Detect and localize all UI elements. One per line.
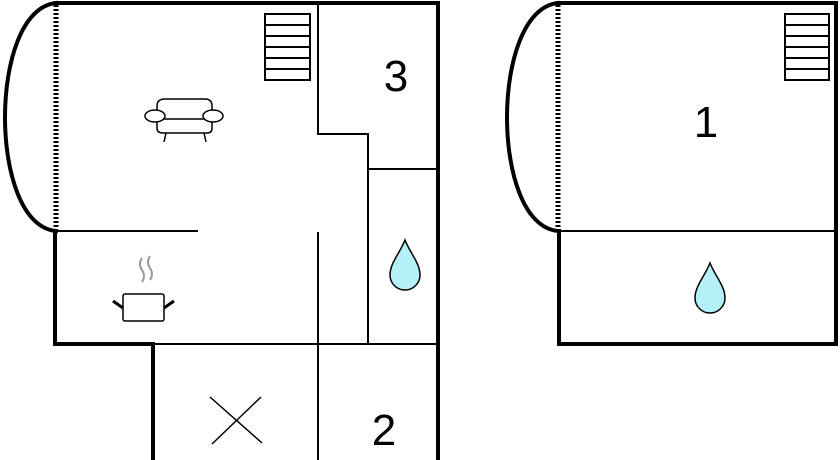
bay-window-wall (3, 0, 59, 234)
sofa-icon (144, 98, 224, 143)
stairs-icon (264, 13, 311, 81)
outer-wall (556, 1, 838, 346)
room-label-1: 1 (694, 98, 718, 147)
bay-window-wall (505, 0, 561, 234)
outer-wall-left (53, 229, 155, 460)
upper-floor-plan: 1 (505, 0, 838, 346)
room-label-3: 3 (384, 52, 408, 101)
ground-floor-plan: 3 2 (3, 0, 440, 460)
wall (317, 3, 369, 344)
cross-mark-icon (209, 396, 263, 445)
stairs-icon (784, 13, 830, 81)
room-label-2: 2 (372, 406, 396, 455)
water-drop-icon (694, 262, 726, 314)
cooking-pot-icon (112, 255, 175, 322)
outer-wall (54, 1, 440, 460)
water-drop-icon (389, 239, 421, 291)
